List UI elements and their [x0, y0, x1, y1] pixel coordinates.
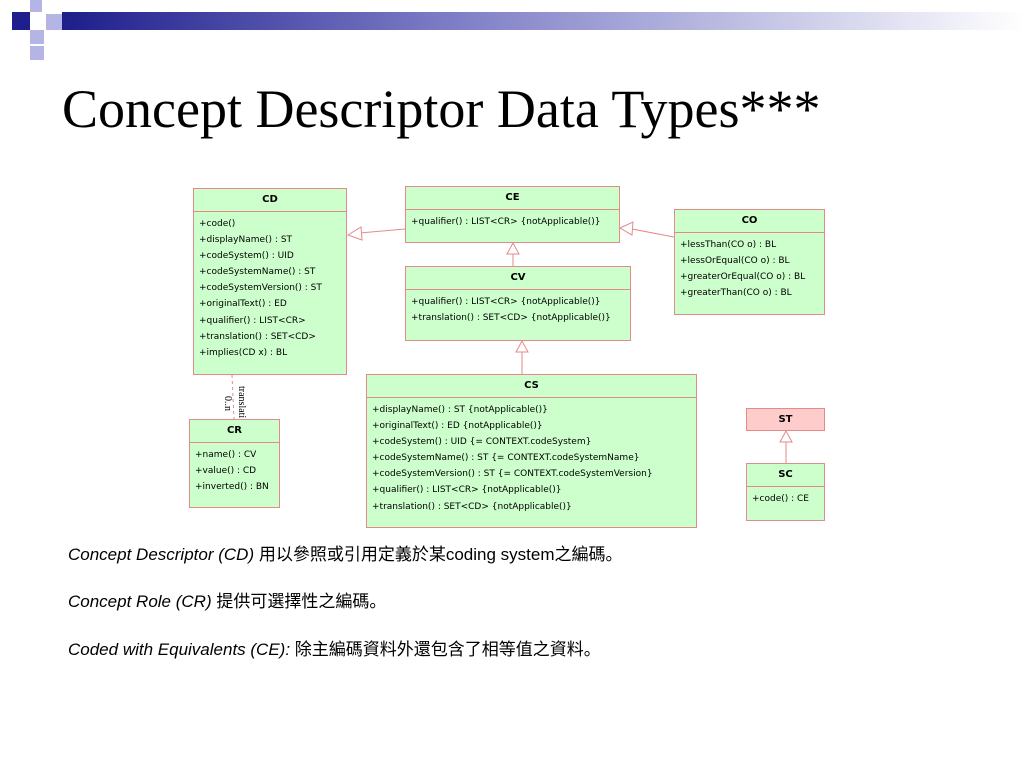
deco-gradient-bar: [62, 12, 1024, 30]
arrowhead-cv-ce: [506, 241, 520, 255]
class-member: +displayName() : ST {notApplicable()}: [372, 405, 548, 415]
class-members: +displayName() : ST {notApplicable()} +o…: [367, 398, 696, 515]
note-text: 用以參照或引用定義於某coding system之編碼。: [254, 545, 623, 564]
class-members: +qualifier() : LIST<CR> {notApplicable()…: [406, 210, 619, 230]
uml-class-cd: CD +code() +displayName() : ST +codeSyst…: [193, 188, 347, 375]
class-name: ST: [778, 414, 793, 425]
class-member: +translation() : SET<CD> {notApplicable(…: [372, 501, 572, 512]
class-member: +originalText() : ED {notApplicable()}: [372, 421, 543, 432]
generalization-ce-cd: [359, 228, 406, 234]
class-member: +greaterThan(CO o) : BL: [680, 288, 792, 299]
note-term: Concept Role (CR): [68, 592, 212, 611]
uml-class-cv: CV +qualifier() : LIST<CR> {notApplicabl…: [405, 266, 631, 341]
class-name: CS: [367, 375, 696, 398]
arrowhead-ce-cd: [346, 226, 363, 241]
slide-title: Concept Descriptor Data Types***: [62, 79, 821, 139]
uml-class-ce: CE +qualifier() : LIST<CR> {notApplicabl…: [405, 186, 620, 243]
class-member: +lessOrEqual(CO o) : BL: [680, 256, 790, 267]
class-member: +codeSystem() : UID: [199, 251, 294, 262]
class-member: +translation() : SET<CD> {notApplicable(…: [411, 313, 611, 324]
class-member: +codeSystem() : UID {= CONTEXT.codeSyste…: [372, 437, 592, 448]
class-members: +qualifier() : LIST<CR> {notApplicable()…: [406, 290, 630, 326]
note-concept-descriptor: Concept Descriptor (CD) 用以參照或引用定義於某codin…: [68, 540, 623, 565]
class-member: +codeSystemName() : ST {= CONTEXT.codeSy…: [372, 453, 640, 464]
class-member: +code() : CE: [752, 494, 809, 504]
note-text: 除主編碼資料外還包含了相等值之資料。: [290, 640, 601, 659]
note-term: Concept Descriptor (CD): [68, 545, 255, 564]
class-members: +name() : CV +value() : CD +inverted() :…: [190, 443, 279, 495]
class-member: +greaterOrEqual(CO o) : BL: [680, 272, 806, 283]
association-multiplicity-label: 0..n: [222, 396, 233, 411]
class-name: CE: [406, 187, 619, 210]
class-member: +qualifier() : LIST<CR> {notApplicable()…: [372, 485, 562, 496]
class-member: +codeSystemVersion() : ST: [199, 283, 322, 294]
arrowhead-sc-st: [779, 429, 793, 443]
arrowhead-co-ce: [618, 221, 634, 236]
class-member: +qualifier() : LIST<CR>: [199, 315, 306, 326]
uml-class-st: ST: [746, 408, 825, 431]
uml-class-co: CO +lessThan(CO o) : BL +lessOrEqual(CO …: [674, 209, 825, 315]
class-member: +inverted() : BN: [195, 482, 269, 493]
note-text: 提供可選擇性之編碼。: [211, 592, 387, 611]
class-name: CR: [190, 420, 279, 443]
arrowhead-cs-cv: [515, 339, 529, 353]
deco-square-lavender-1: [30, 0, 42, 12]
class-member: +translation() : SET<CD>: [199, 331, 316, 342]
class-name: CD: [194, 189, 346, 212]
uml-class-sc: SC +code() : CE: [746, 463, 825, 521]
deco-square-navy-1: [12, 12, 30, 30]
class-member: +originalText() : ED: [199, 299, 287, 310]
class-member: +name() : CV: [195, 450, 257, 460]
note-concept-role: Concept Role (CR) 提供可選擇性之編碼。: [68, 587, 386, 612]
note-term: Coded with Equivalents (CE):: [68, 640, 291, 659]
class-member: +qualifier() : LIST<CR> {notApplicable()…: [411, 297, 601, 307]
class-member: +code(): [199, 219, 236, 229]
class-members: +code() : CE: [747, 487, 824, 507]
class-member: +value() : CD: [195, 466, 257, 477]
uml-class-cr: CR +name() : CV +value() : CD +inverted(…: [189, 419, 280, 508]
class-member: +qualifier() : LIST<CR> {notApplicable()…: [411, 217, 601, 227]
class-member: +implies(CD x) : BL: [199, 347, 288, 358]
class-members: +code() +displayName() : ST +codeSystem(…: [194, 212, 346, 361]
class-name: CO: [675, 210, 824, 233]
association-role-label: translati: [236, 386, 247, 419]
generalization-co-ce: [631, 228, 675, 238]
class-member: +codeSystemVersion() : ST {= CONTEXT.cod…: [372, 469, 653, 480]
class-name: CV: [406, 267, 630, 290]
class-members: +lessThan(CO o) : BL +lessOrEqual(CO o) …: [675, 233, 824, 301]
deco-square-lavender-2: [30, 30, 44, 44]
class-member: +codeSystemName() : ST: [199, 267, 316, 278]
note-coded-with-equivalents: Coded with Equivalents (CE): 除主編碼資料外還包含了…: [68, 635, 601, 660]
class-name: SC: [747, 464, 824, 487]
class-member: +lessThan(CO o) : BL: [680, 240, 777, 250]
deco-square-lavender-4: [30, 46, 44, 60]
uml-class-cs: CS +displayName() : ST {notApplicable()}…: [366, 374, 697, 528]
class-member: +displayName() : ST: [199, 235, 293, 246]
deco-square-lavender-3: [46, 14, 62, 30]
